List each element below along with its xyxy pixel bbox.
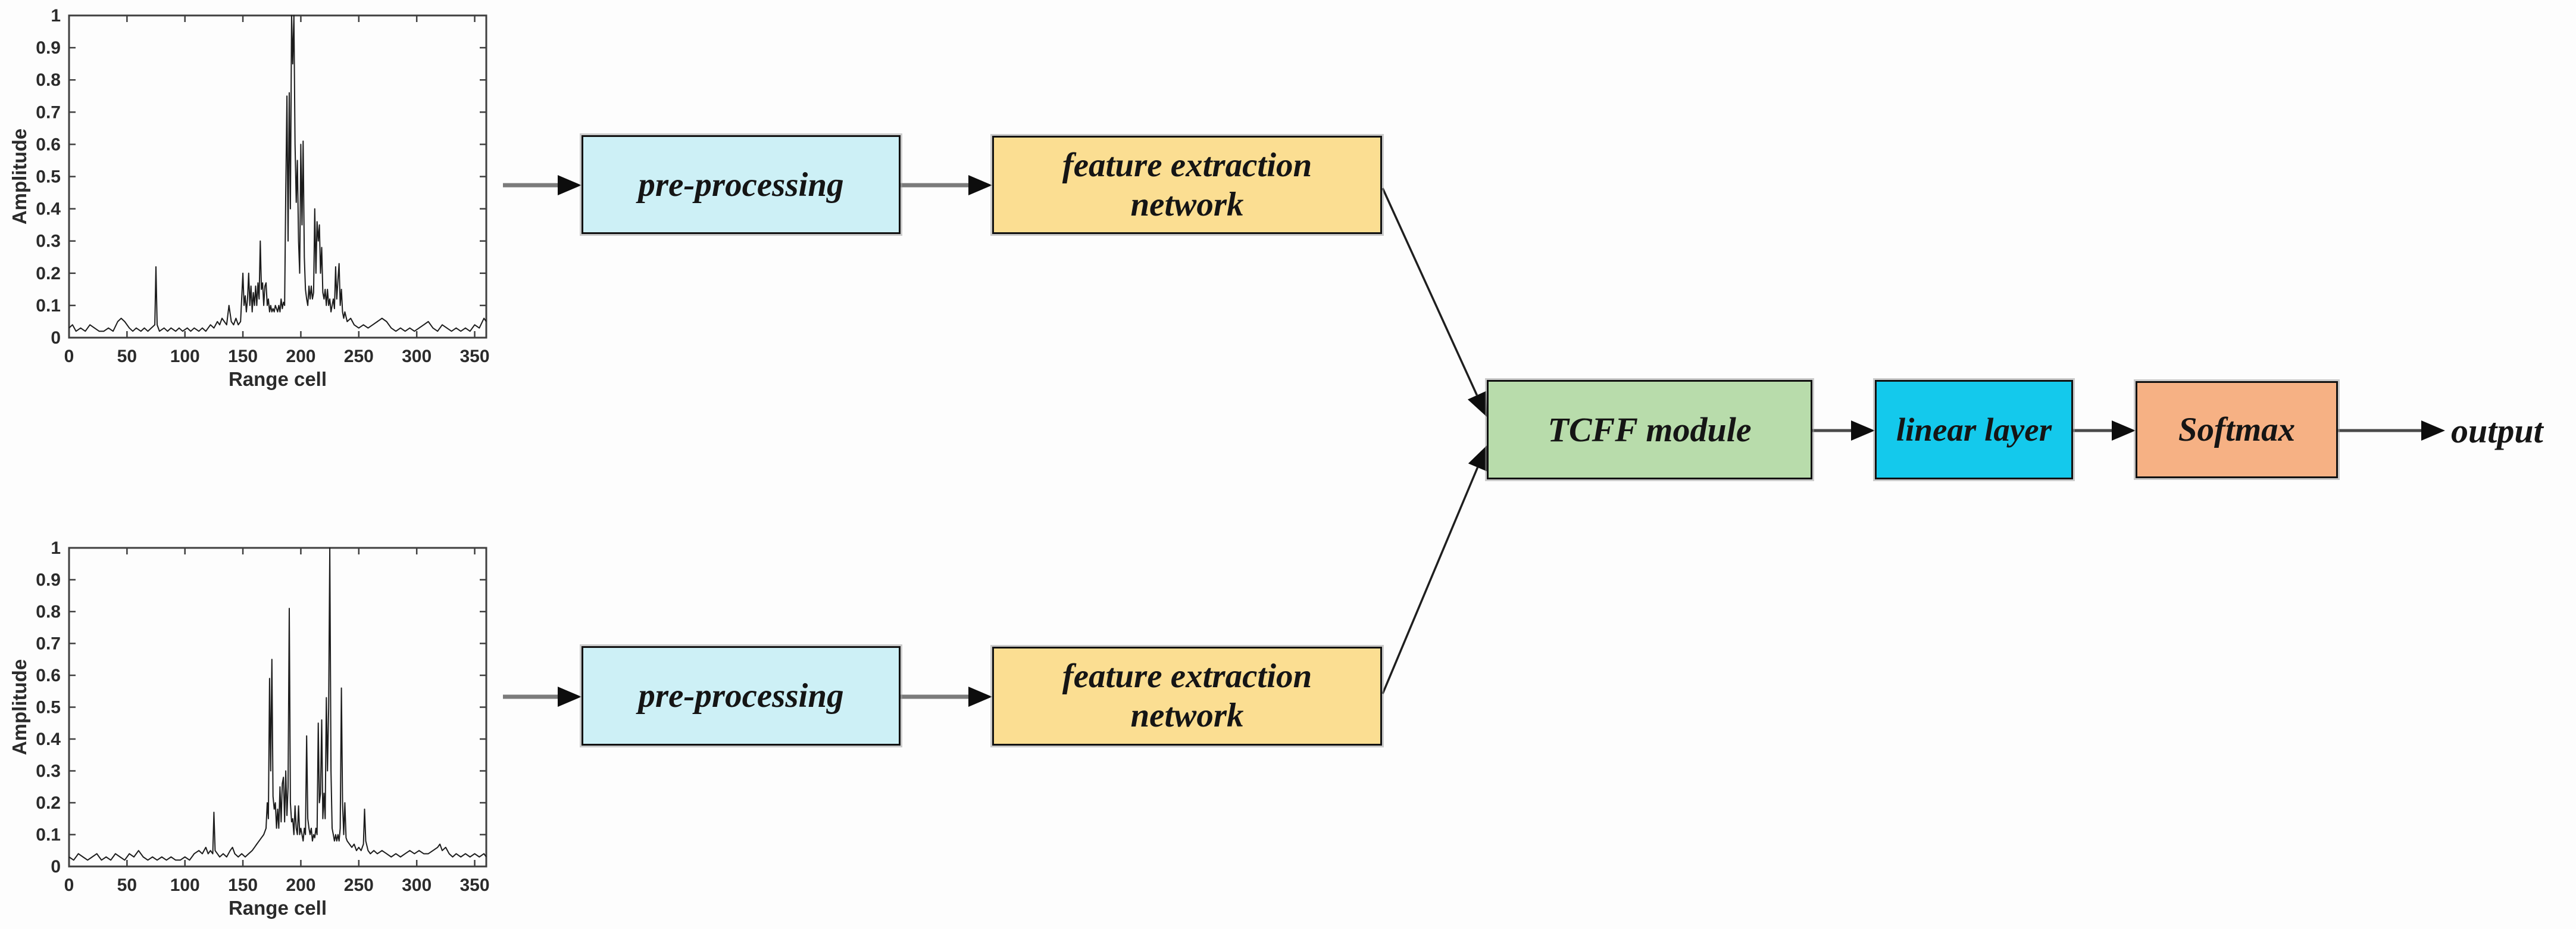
x-tick-label: 250 [344,347,374,366]
output-label-text: output [2451,411,2543,450]
arrow-plot1-to-preprocessing-head [558,175,582,195]
plot-1-y-axis-label: Amplitude [8,129,30,225]
box-softmax-label: Softmax [2178,411,2296,448]
y-tick-label: 0.6 [36,135,61,154]
arrow-linear-layer-to-softmax-head [2112,420,2136,441]
box-pre-processing-top: pre-processing [582,135,901,234]
box-tcff-module-label: TCFF module [1548,410,1752,449]
y-tick-label: 0.8 [36,602,61,622]
box-feature-extraction-top-label: feature extraction network [1062,146,1312,223]
arrow-plot2-to-preprocessing-head [558,687,582,707]
y-tick-label: 0.1 [36,296,61,316]
y-tick-label: 0.7 [36,634,61,654]
x-tick-label: 350 [459,875,489,895]
y-tick-label: 1 [51,538,61,558]
x-tick-label: 0 [64,347,74,366]
box-tcff-module: TCFF module [1487,380,1812,479]
x-tick-label: 150 [228,347,258,366]
y-tick-label: 0.9 [36,571,61,590]
box-pre-processing-bottom-label: pre-processing [638,677,844,715]
arrow-feature-extraction-top-to-tcff-line [1381,188,1478,396]
y-tick-label: 0.7 [36,102,61,122]
box-feature-extraction-bottom: feature extraction network [992,647,1382,746]
box-feature-extraction-top: feature extraction network [992,136,1382,234]
arrow-tcff-to-linear-layer-head [1851,420,1875,441]
box-feature-extraction-bottom-label: feature extraction network [1062,657,1312,734]
box-linear-layer: linear layer [1875,380,2073,479]
plot-1-axes-frame [68,14,487,339]
y-tick-label: 0 [51,857,61,877]
y-tick-label: 1 [51,6,61,26]
arrow-preprocessing-top-to-feature-extraction-head [968,175,992,195]
x-tick-label: 0 [64,875,74,895]
plot-2-y-axis-label: Amplitude [8,659,30,755]
x-tick-label: 50 [117,875,137,895]
y-tick-label: 0.6 [36,666,61,685]
x-tick-label: 350 [459,347,489,366]
y-tick-label: 0.1 [36,825,61,845]
box-linear-layer-label: linear layer [1896,411,2052,448]
y-tick-label: 0.2 [36,264,61,283]
x-tick-label: 150 [228,875,258,895]
arrow-feature-extraction-top-to-tcff-head [1467,391,1487,417]
box-pre-processing-top-label: pre-processing [638,166,844,204]
x-tick-label: 200 [286,875,315,895]
arrow-softmax-to-output-head [2421,420,2445,441]
output-label: output [2451,410,2576,451]
y-tick-label: 0.8 [36,70,61,90]
plot-1-x-axis-label: Range cell [229,368,327,390]
x-tick-label: 100 [170,347,200,366]
x-tick-label: 200 [286,347,315,366]
x-tick-label: 250 [344,875,374,895]
y-tick-label: 0.4 [36,199,61,219]
x-tick-label: 300 [402,875,432,895]
y-tick-label: 0 [51,328,61,348]
arrow-preprocessing-bottom-to-feature-extraction-head [968,687,992,707]
plot-1-signal-line [68,15,487,332]
arrow-feature-extraction-bottom-to-tcff-head [1468,445,1487,472]
x-tick-label: 100 [170,875,200,895]
y-tick-label: 0.5 [36,167,61,187]
plot-2-x-axis-label: Range cell [229,897,327,919]
y-tick-label: 0.3 [36,762,61,781]
arrow-feature-extraction-bottom-to-tcff-line [1381,467,1479,694]
y-tick-label: 0.4 [36,730,61,749]
y-tick-label: 0.3 [36,232,61,251]
box-pre-processing-bottom: pre-processing [582,646,901,746]
plot-2-signal-line [68,547,487,861]
y-tick-label: 0.2 [36,793,61,813]
y-tick-label: 0.9 [36,38,61,58]
x-tick-label: 300 [402,347,432,366]
x-tick-label: 50 [117,347,137,366]
box-softmax: Softmax [2136,381,2338,478]
y-tick-label: 0.5 [36,698,61,718]
